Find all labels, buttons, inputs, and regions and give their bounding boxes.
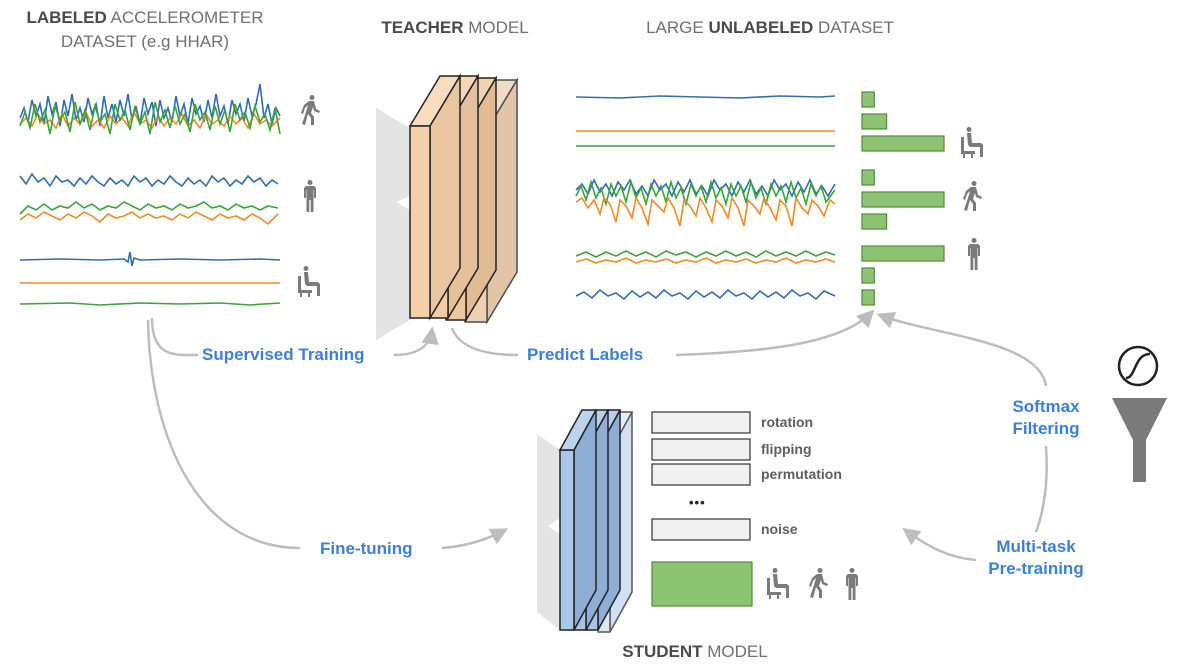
prediction-bar-sitting-1 [861, 113, 888, 130]
student-model-title: STUDENT MODEL [595, 640, 795, 664]
multitask-pretraining-label: Multi-task Pre-training [976, 536, 1096, 580]
prediction-bar-walking-1 [861, 191, 945, 208]
sitting-icon [961, 127, 983, 158]
teacher-title-rest: MODEL [468, 18, 529, 37]
walking-icon [809, 568, 828, 598]
labeled-title-line2: DATASET (e.g HHAR) [60, 32, 230, 51]
multitask-line2: Pre-training [988, 559, 1084, 578]
sigmoid-icon [1117, 345, 1159, 387]
task-label-rotation: rotation [761, 414, 814, 430]
unlabeled-stand-blue [575, 288, 836, 301]
labeled-stand-blue [19, 172, 279, 188]
funnel-icon [1112, 398, 1167, 482]
prediction-bar-sitting-2 [861, 135, 945, 152]
student-layer-1 [558, 409, 598, 631]
prediction-bar-walking-2 [861, 213, 888, 230]
unlabeled-signal-group-stand [575, 250, 836, 301]
student-model [558, 409, 634, 633]
task-label-permutation: permutation [761, 466, 842, 482]
task-label-noise: noise [761, 521, 798, 537]
predict-labels-label: Predict Labels [527, 345, 644, 364]
unlabeled-signal-group-sit [575, 95, 836, 147]
labeled-stand-orange [19, 211, 279, 226]
unlabeled-walk-green [575, 179, 836, 207]
unlabeled-signal-group-walk [575, 178, 836, 228]
softmax-filtering-label: Softmax Filtering [996, 396, 1096, 440]
task-box-rotation [651, 411, 751, 434]
labeled-stand-green [19, 201, 279, 215]
prediction-bar-sitting-0 [861, 91, 875, 108]
unlabeled-title-bold: UNLABELED [708, 18, 814, 37]
task-ellipsis: ••• [689, 495, 706, 510]
labeled-walk-orange [19, 110, 281, 130]
standing-icon [304, 180, 316, 212]
teacher-model [408, 73, 519, 325]
task-label-flipping: flipping [761, 441, 812, 457]
unlabeled-title-rest: DATASET [818, 18, 894, 37]
unlabeled-title-pre: LARGE [646, 18, 704, 37]
teacher-model-title: TEACHER MODEL [355, 16, 555, 40]
arrow-predict-labels [450, 312, 872, 357]
task-box-flipping [651, 438, 751, 461]
prediction-bar-standing-0 [861, 245, 945, 262]
multitask-line1: Multi-task [996, 537, 1076, 556]
labeled-walk-green [19, 101, 281, 135]
walking-icon [963, 181, 982, 211]
unlabeled-stand-orange [575, 257, 836, 264]
labeled-dataset-title: LABELED ACCELEROMETER DATASET (e.g HHAR) [0, 6, 290, 54]
fine-tuning-label: Fine-tuning [320, 539, 413, 558]
student-shadow [537, 434, 560, 630]
arrow-softmax-to-multitask [1034, 445, 1048, 533]
student-shadow-notch [548, 518, 560, 534]
arrow-softmax-filtering [876, 312, 1048, 387]
walking-icon [301, 95, 320, 125]
teacher-shadow [376, 108, 410, 340]
unlabeled-sit-blue [575, 95, 836, 99]
activity-output-box [651, 561, 753, 607]
prediction-bar-walking-0 [861, 169, 875, 186]
labeled-walk-blue [19, 83, 281, 127]
labeled-title-rest: ACCELEROMETER [110, 8, 264, 27]
labeled-sit-blue [19, 251, 281, 267]
teacher-shadow-notch [396, 196, 410, 210]
labeled-signal-group-stand [19, 172, 279, 226]
labeled-signal-group-walk [19, 83, 281, 135]
student-title-rest: MODEL [707, 642, 768, 661]
standing-icon [846, 568, 858, 600]
prediction-bar-standing-2 [861, 289, 875, 306]
prediction-bar-standing-1 [861, 267, 875, 284]
prediction-bars [861, 91, 945, 306]
sitting-icon [298, 266, 320, 297]
teacher-layer-1 [408, 73, 462, 321]
labeled-signal-group-sit [19, 251, 281, 306]
arrow-multitask-pretraining [902, 527, 977, 562]
softmax-line1: Softmax [1012, 397, 1080, 416]
task-box-noise [651, 518, 751, 541]
labeled-sit-green [19, 302, 281, 306]
supervised-training-label: Supervised Training [202, 345, 365, 364]
softmax-line2: Filtering [1012, 419, 1080, 438]
unlabeled-walk-blue [575, 178, 836, 198]
unlabeled-walk-orange [575, 195, 836, 228]
sitting-icon [767, 568, 789, 599]
unlabeled-dataset-title: LARGE UNLABELED DATASET [600, 16, 940, 40]
labeled-title-bold: LABELED [26, 8, 107, 27]
arrow-supervised-training [150, 318, 432, 357]
standing-icon [968, 238, 980, 270]
student-title-bold: STUDENT [622, 642, 703, 661]
teacher-title-bold: TEACHER [381, 18, 464, 37]
unlabeled-stand-green [575, 250, 836, 258]
task-box-permutation [651, 463, 751, 486]
arrow-fine-tuning [146, 319, 505, 550]
